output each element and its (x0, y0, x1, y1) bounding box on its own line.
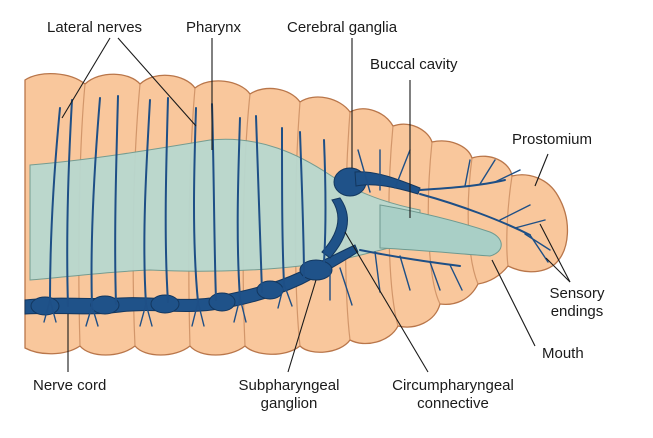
sensory-nerve (499, 204, 551, 263)
label-sensory-endings: Sensory endings (541, 285, 613, 321)
cord-ganglion (90, 295, 120, 315)
sensory-nerve (357, 149, 411, 193)
lateral-nerve (323, 139, 327, 263)
label-circum-line1: Circumpharyngeal (392, 377, 514, 394)
nerve-branch (233, 297, 247, 323)
sensory-nerve (464, 159, 521, 187)
label-circumpharyngeal-connective: Circumpharyngeal connective (377, 377, 529, 413)
circumpharyngeal-connective-shape (321, 197, 348, 259)
lateral-nerve (143, 99, 151, 305)
label-cerebral-ganglia: Cerebral ganglia (287, 19, 398, 36)
nerve-branch (139, 303, 153, 327)
lateral-nerve (66, 99, 73, 307)
cord-ganglion (30, 296, 60, 316)
label-sensory-line1: Sensory (549, 285, 605, 302)
label-mouth: Mouth (542, 345, 584, 362)
leader-circumpharyngeal (344, 231, 429, 373)
nerve-branch (85, 305, 99, 327)
nerve-branch (43, 299, 57, 323)
nerve-branch (191, 301, 205, 327)
leader-subpharyngeal (287, 279, 317, 373)
label-pharynx: Pharynx (186, 19, 242, 36)
sensory-nerve (419, 193, 531, 236)
label-subpharyngeal-line1: Subpharyngeal (238, 377, 340, 394)
leader-lines (61, 37, 571, 373)
lateral-nerve (281, 127, 285, 285)
label-subpharyngeal-ganglion: Subpharyngeal ganglion (222, 377, 356, 413)
cord-ganglion (208, 292, 236, 312)
leader-sensory-a (539, 223, 571, 283)
leader-mouth (491, 259, 536, 347)
label-subpharyngeal-line2: ganglion (260, 395, 318, 412)
lateral-nerve (299, 131, 305, 279)
nerve-branch (277, 283, 293, 309)
lateral-nerve (236, 117, 241, 299)
sensory-nerve (329, 267, 353, 306)
lateral-nerve (164, 97, 169, 303)
sensory-nerve (419, 179, 506, 191)
sensory-nerves-group (329, 149, 551, 306)
leader-prostomium (534, 153, 549, 187)
leader-lateral-nerves-a (61, 37, 111, 119)
leader-lateral-nerves-b (117, 37, 197, 127)
leader-sensory-b (545, 257, 571, 283)
sensory-nerve (374, 251, 463, 293)
lateral-nerves-group (43, 95, 327, 327)
lateral-nerve (90, 97, 101, 307)
label-buccal-cavity: Buccal cavity (370, 56, 458, 73)
lateral-nerve (255, 115, 263, 293)
label-lateral-nerves: Lateral nerves (47, 19, 143, 36)
label-prostomium: Prostomium (512, 131, 593, 148)
lateral-nerve (49, 107, 61, 301)
cord-ganglion (150, 294, 180, 314)
cerebral-ganglia-shape (354, 171, 421, 195)
lateral-nerve (114, 95, 119, 305)
label-nerve-cord: Nerve cord (33, 377, 107, 394)
segment-line (506, 175, 513, 267)
lateral-nerve (193, 107, 199, 303)
lateral-nerve (211, 103, 217, 301)
label-circum-line2: connective (417, 395, 489, 412)
label-sensory-line2: endings (550, 303, 604, 320)
